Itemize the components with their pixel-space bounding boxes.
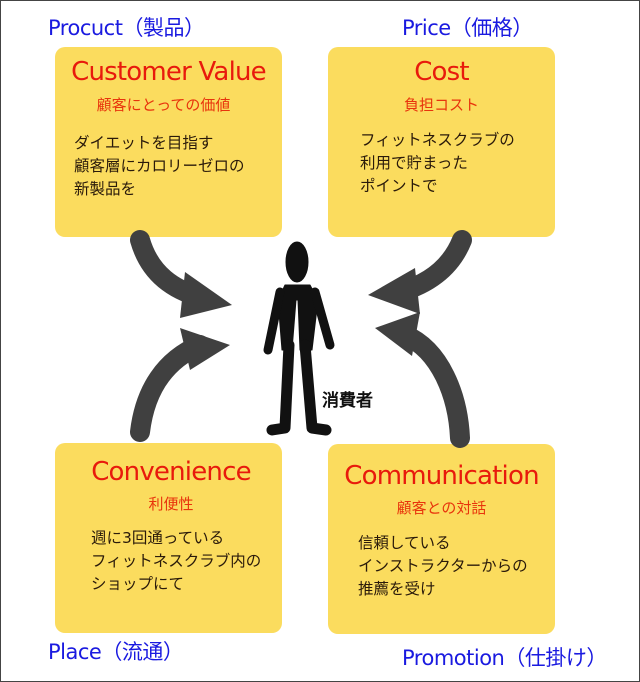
body-line: 顧客層にカロリーゼロの <box>74 157 245 175</box>
body-line: 新製品を <box>74 180 137 198</box>
consumer-figure-icon <box>263 241 335 436</box>
box-body: フィットネスクラブの 利用で貯まった ポイントで <box>360 129 515 198</box>
box-subtitle: 負担コスト <box>403 96 479 114</box>
box-subtitle: 顧客にとっての価値 <box>96 96 231 114</box>
box-title: Cost <box>414 57 469 87</box>
arrowhead-icon <box>368 268 420 314</box>
cost-box: Cost 負担コスト フィットネスクラブの 利用で貯まった ポイントで <box>328 47 555 237</box>
box-title: Customer Value <box>71 57 267 87</box>
arrow-bottom-right <box>395 325 470 448</box>
body-line: 週に3回通っている <box>91 529 225 547</box>
box-body: 週に3回通っている フィットネスクラブ内の ショップにて <box>91 527 261 596</box>
box-body: 信頼している インストラクターからの 推薦を受け <box>358 532 528 601</box>
body-line: インストラクターからの <box>358 557 528 575</box>
arrowhead-icon <box>375 312 420 356</box>
body-line: フィットネスクラブの <box>360 131 515 149</box>
box-title: Communication <box>344 461 539 491</box>
arrowhead-icon <box>180 328 230 370</box>
body-line: ポイントで <box>360 177 438 195</box>
arrowhead-icon <box>180 272 232 318</box>
body-line: 推薦を受け <box>358 580 436 598</box>
consumer-label: 消費者 <box>322 391 373 411</box>
communication-box: Communication 顧客との対話 信頼している インストラクターからの … <box>328 444 555 634</box>
body-line: ショップにて <box>91 575 185 593</box>
convenience-box: Convenience 利便性 週に3回通っている フィットネスクラブ内の ショ… <box>55 443 282 633</box>
body-line: 利用で貯まった <box>360 154 468 172</box>
place-label: Place（流通） <box>48 640 184 664</box>
body-line: フィットネスクラブ内の <box>91 552 262 570</box>
body-line: ダイエットを目指す <box>74 134 214 152</box>
box-title: Convenience <box>91 457 251 487</box>
promotion-label: Promotion（仕掛け） <box>402 646 607 670</box>
box-subtitle: 顧客との対話 <box>396 499 487 517</box>
price-label: Price（価格） <box>402 16 533 40</box>
box-body: ダイエットを目指す 顧客層にカロリーゼロの 新製品を <box>74 132 245 201</box>
box-subtitle: 利便性 <box>148 495 194 513</box>
customer-value-box: Customer Value 顧客にとっての価値 ダイエットを目指す 顧客層にカ… <box>55 47 282 237</box>
product-label: Procuct（製品） <box>48 16 205 40</box>
body-line: 信頼している <box>358 534 451 552</box>
